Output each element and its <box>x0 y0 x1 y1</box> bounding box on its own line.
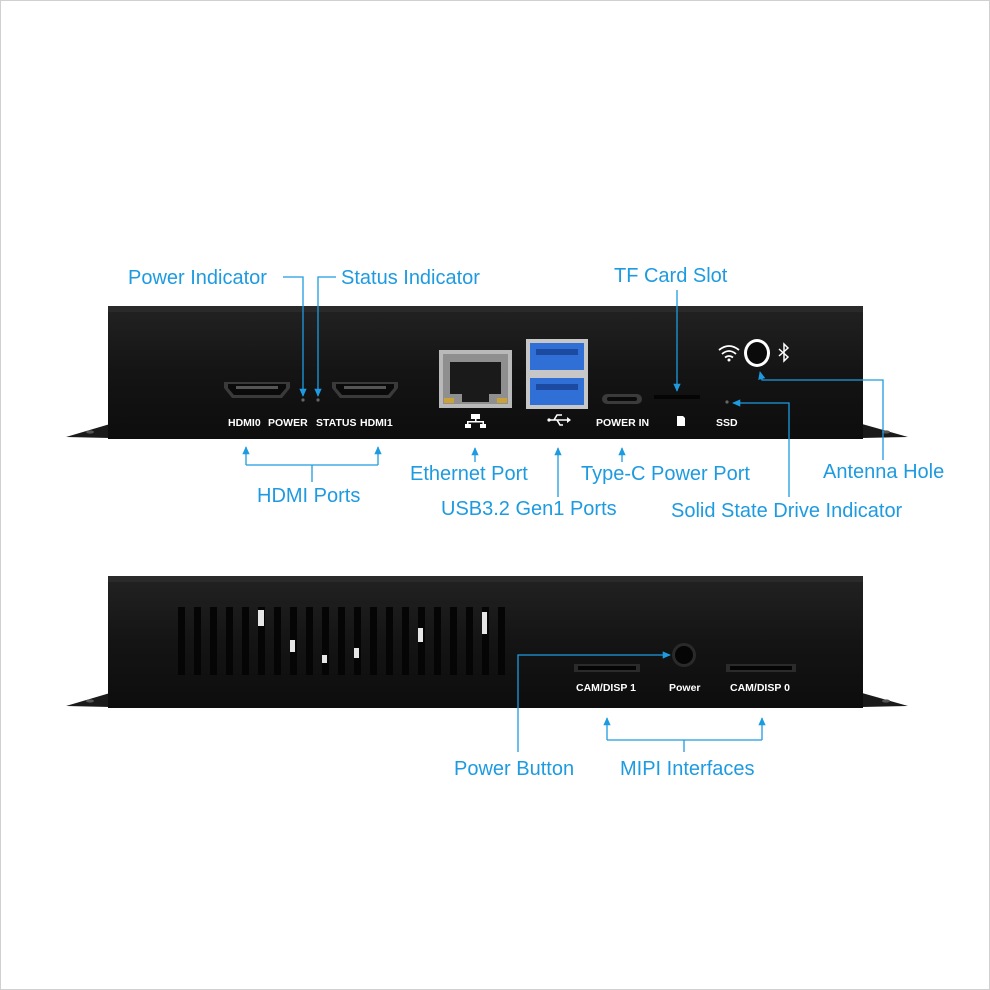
ethernet-port <box>439 350 512 408</box>
hdmi0-port <box>224 382 290 398</box>
ssd-led <box>725 400 729 404</box>
usb-icon <box>547 414 571 426</box>
hdmi1-port <box>332 382 398 398</box>
front-callout-lines <box>242 276 884 497</box>
cam-disp-0-label: CAM/DISP 0 <box>730 682 790 694</box>
tf-card-slot <box>654 395 700 399</box>
internal-highlights <box>258 610 487 663</box>
ethernet-port-callout: Ethernet Port <box>410 463 528 485</box>
usb-ports-callout: USB3.2 Gen1 Ports <box>441 498 617 520</box>
power-led <box>301 398 305 402</box>
ssd-indicator-callout: Solid State Drive Indicator <box>671 500 903 522</box>
type-c-power-port-callout: Type-C Power Port <box>581 463 750 485</box>
power-indicator-callout: Power Indicator <box>128 267 267 289</box>
hdmi0-label: HDMI0 <box>228 417 261 429</box>
power-button-label: Power <box>669 682 701 694</box>
back-panel: CAM/DISP 1 Power CAM/DISP 0 <box>66 576 908 708</box>
wifi-icon <box>718 345 740 362</box>
back-callout-lines <box>517 651 766 752</box>
ssd-label: SSD <box>716 417 738 429</box>
hdmi1-label: HDMI1 <box>360 417 393 429</box>
power-led-label: POWER <box>268 417 308 429</box>
cam-disp-1-label: CAM/DISP 1 <box>576 682 636 694</box>
power-button-callout: Power Button <box>454 758 574 780</box>
antenna-hole-callout: Antenna Hole <box>823 461 944 483</box>
usb-ports <box>526 339 588 409</box>
status-led <box>316 398 320 402</box>
bluetooth-icon <box>778 342 790 363</box>
power-in-label: POWER IN <box>596 417 649 429</box>
ethernet-icon <box>465 414 486 428</box>
front-panel: HDMI0 POWER STATUS HDMI1 <box>66 306 908 439</box>
status-led-label: STATUS <box>316 417 356 429</box>
mipi-interfaces-callout: MIPI Interfaces <box>620 758 755 780</box>
sd-card-icon <box>677 416 685 426</box>
status-indicator-callout: Status Indicator <box>341 267 480 289</box>
vent-grille <box>178 607 505 675</box>
hdmi-ports-callout: HDMI Ports <box>257 485 360 507</box>
tf-card-slot-callout: TF Card Slot <box>614 265 728 287</box>
